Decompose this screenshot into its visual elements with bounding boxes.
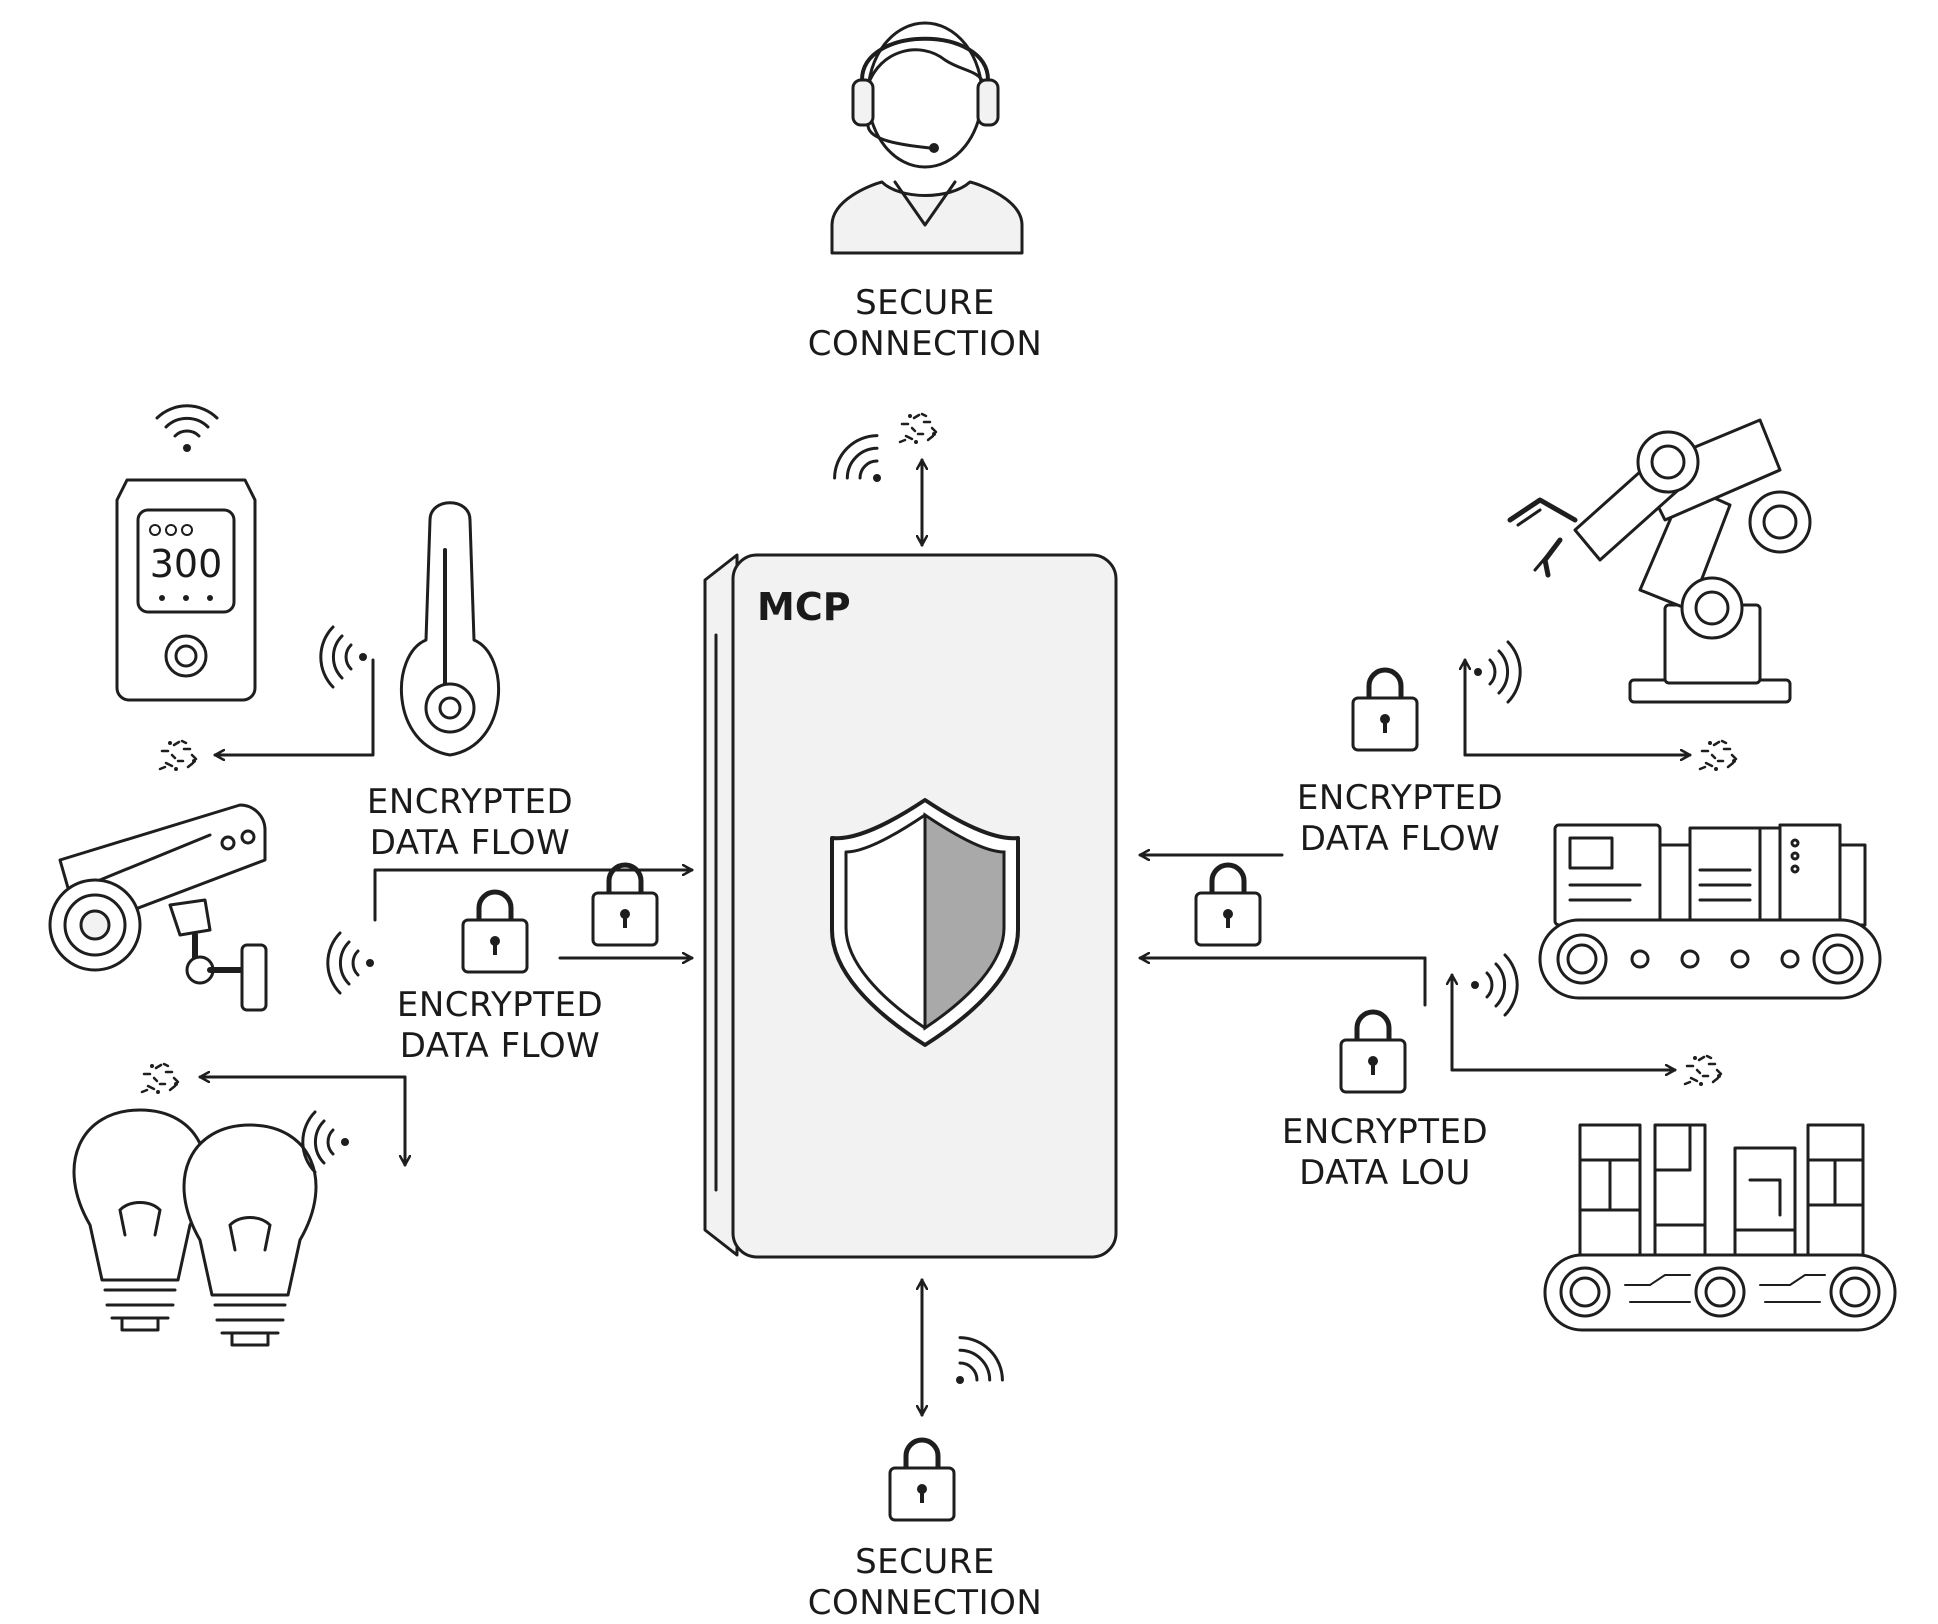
thermometer-icon [399,501,501,757]
padlock-icon [593,865,657,945]
wireless-signal-icon [319,625,369,689]
wireless-signal-icon [1469,953,1519,1017]
data-packet-icon [1698,739,1738,773]
shield-icon [830,798,1020,1047]
security-camera-icon [48,803,268,1012]
conveyor-machine-icon [1538,823,1882,1000]
conveyor-circuit-icon [1543,1123,1897,1332]
data-packet-icon [158,739,198,773]
headset-operator-icon [830,21,1024,255]
padlock-icon [463,892,527,972]
padlock-icon [890,1440,954,1520]
data-packet-icon [1683,1054,1723,1088]
thermostat-icon [115,404,257,702]
wireless-signal-icon [824,425,903,504]
wireless-signal-icon [301,1110,351,1174]
mcp-hub-label: MCP [757,585,851,629]
data-packet-icon [898,412,938,446]
thermostat-display: 300 [150,542,223,586]
padlock-icon [1341,1012,1405,1092]
robotic-arm-icon [1507,418,1812,704]
wireless-signal-icon [934,1327,1013,1406]
light-bulbs-icon [72,1108,318,1347]
wireless-signal-icon [1472,640,1522,704]
padlock-icon [1353,670,1417,750]
padlock-icon [1196,865,1260,945]
mcp-server [703,553,1118,1259]
wireless-signal-icon [155,404,219,454]
data-packet-icon [140,1062,180,1096]
wireless-signal-icon [326,931,376,995]
